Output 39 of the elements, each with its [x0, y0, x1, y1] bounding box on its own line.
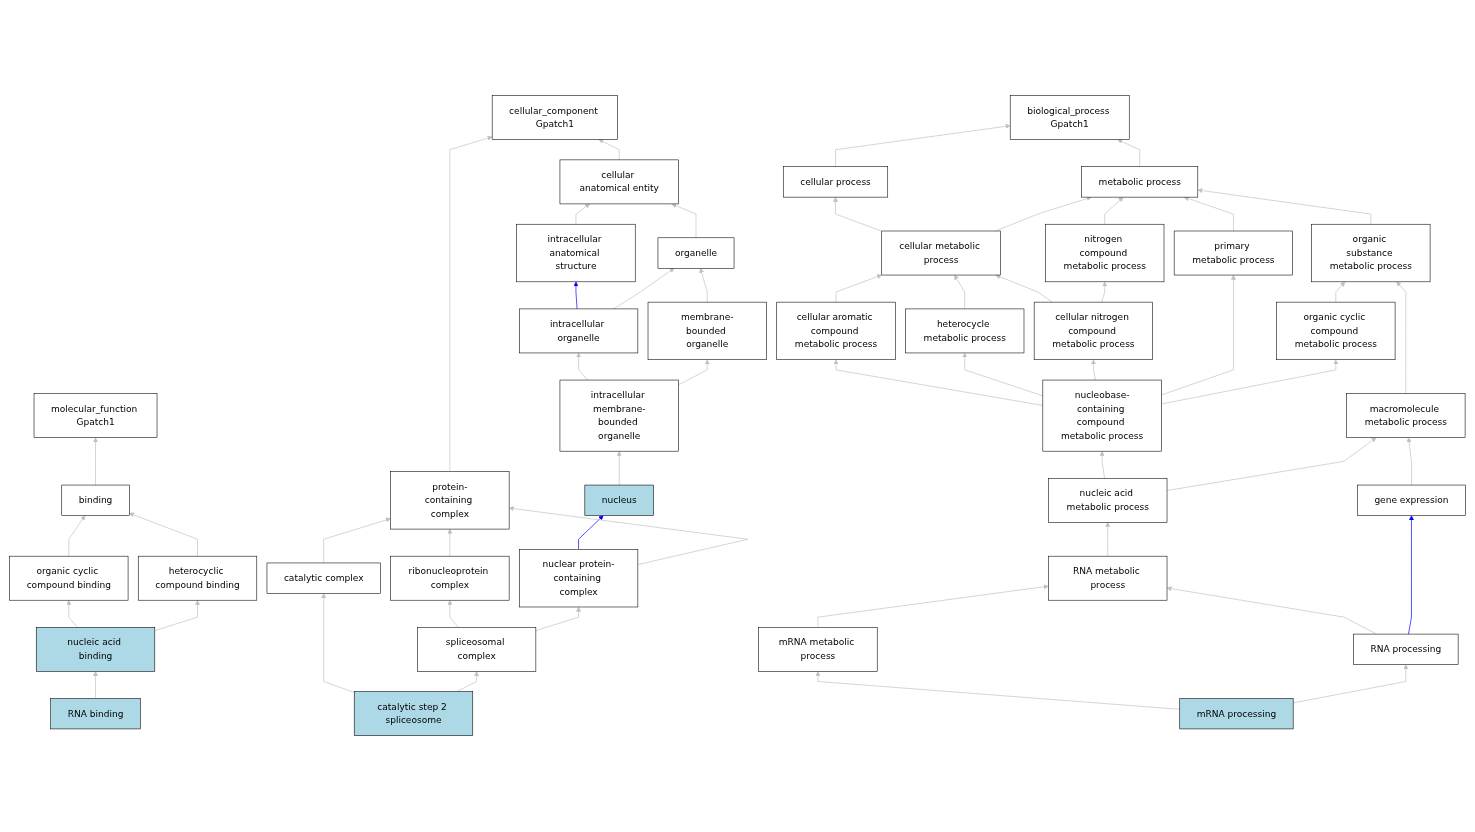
term-box: organic cyclic compound metabolic process	[1276, 302, 1396, 361]
term-box: cellular_component Gpatch1	[491, 95, 618, 141]
term-box: metabolic process	[1081, 166, 1199, 198]
term-box: gene expression	[1357, 485, 1466, 517]
term-box: protein-containing complex	[390, 471, 510, 530]
term-box: catalytic step 2 spliceosome	[353, 691, 474, 737]
term-box: mRNA processing	[1179, 698, 1294, 730]
term-box: mRNA metabolic process	[758, 627, 878, 672]
term-box: RNA metabolic process	[1048, 556, 1168, 601]
term-box: spliceosomal complex	[417, 627, 537, 672]
term-box: cellular aromatic compound metabolic process	[776, 302, 896, 361]
term-box: primary metabolic process	[1173, 231, 1293, 276]
term-box: macromolecule metabolic process	[1346, 393, 1466, 439]
term-box: catalytic complex	[266, 563, 381, 595]
term-box: ribonucleoprotein complex	[390, 556, 510, 601]
term-box: cellular process	[783, 166, 888, 198]
term-box: nucleic acid metabolic process	[1048, 478, 1168, 523]
term-box: molecular_function Gpatch1	[33, 393, 158, 439]
term-box: nucleic acid binding	[35, 627, 156, 672]
term-box: nitrogen compound metabolic process	[1045, 224, 1165, 283]
term-box: RNA processing	[1353, 634, 1459, 666]
term-box: heterocycle metabolic process	[905, 309, 1025, 354]
term-box: nuclear protein-containing complex	[519, 549, 639, 608]
term-box: organic cyclic compound binding	[9, 556, 129, 601]
term-box: organelle	[657, 237, 735, 269]
term-box: intracellular organelle	[519, 309, 639, 354]
term-box: cellular nitrogen compound metabolic process	[1033, 302, 1153, 361]
term-box: heterocyclic compound binding	[137, 556, 258, 601]
term-box: cellular anatomical entity	[559, 160, 679, 205]
term-box: RNA binding	[50, 698, 141, 730]
term-box: nucleobase-containing compound metabolic process	[1042, 380, 1162, 452]
term-box: nucleus	[584, 485, 654, 517]
term-box: intracellular membrane-bounded organelle	[559, 380, 679, 452]
term-box: biological_process Gpatch1	[1009, 95, 1130, 141]
term-box: intracellular anatomical structure	[516, 224, 636, 283]
term-box: organic substance metabolic process	[1311, 224, 1431, 283]
term-box: cellular metabolic process	[881, 231, 1001, 276]
term-box: binding	[61, 485, 130, 517]
term-box: membrane-bounded organelle	[647, 302, 767, 361]
